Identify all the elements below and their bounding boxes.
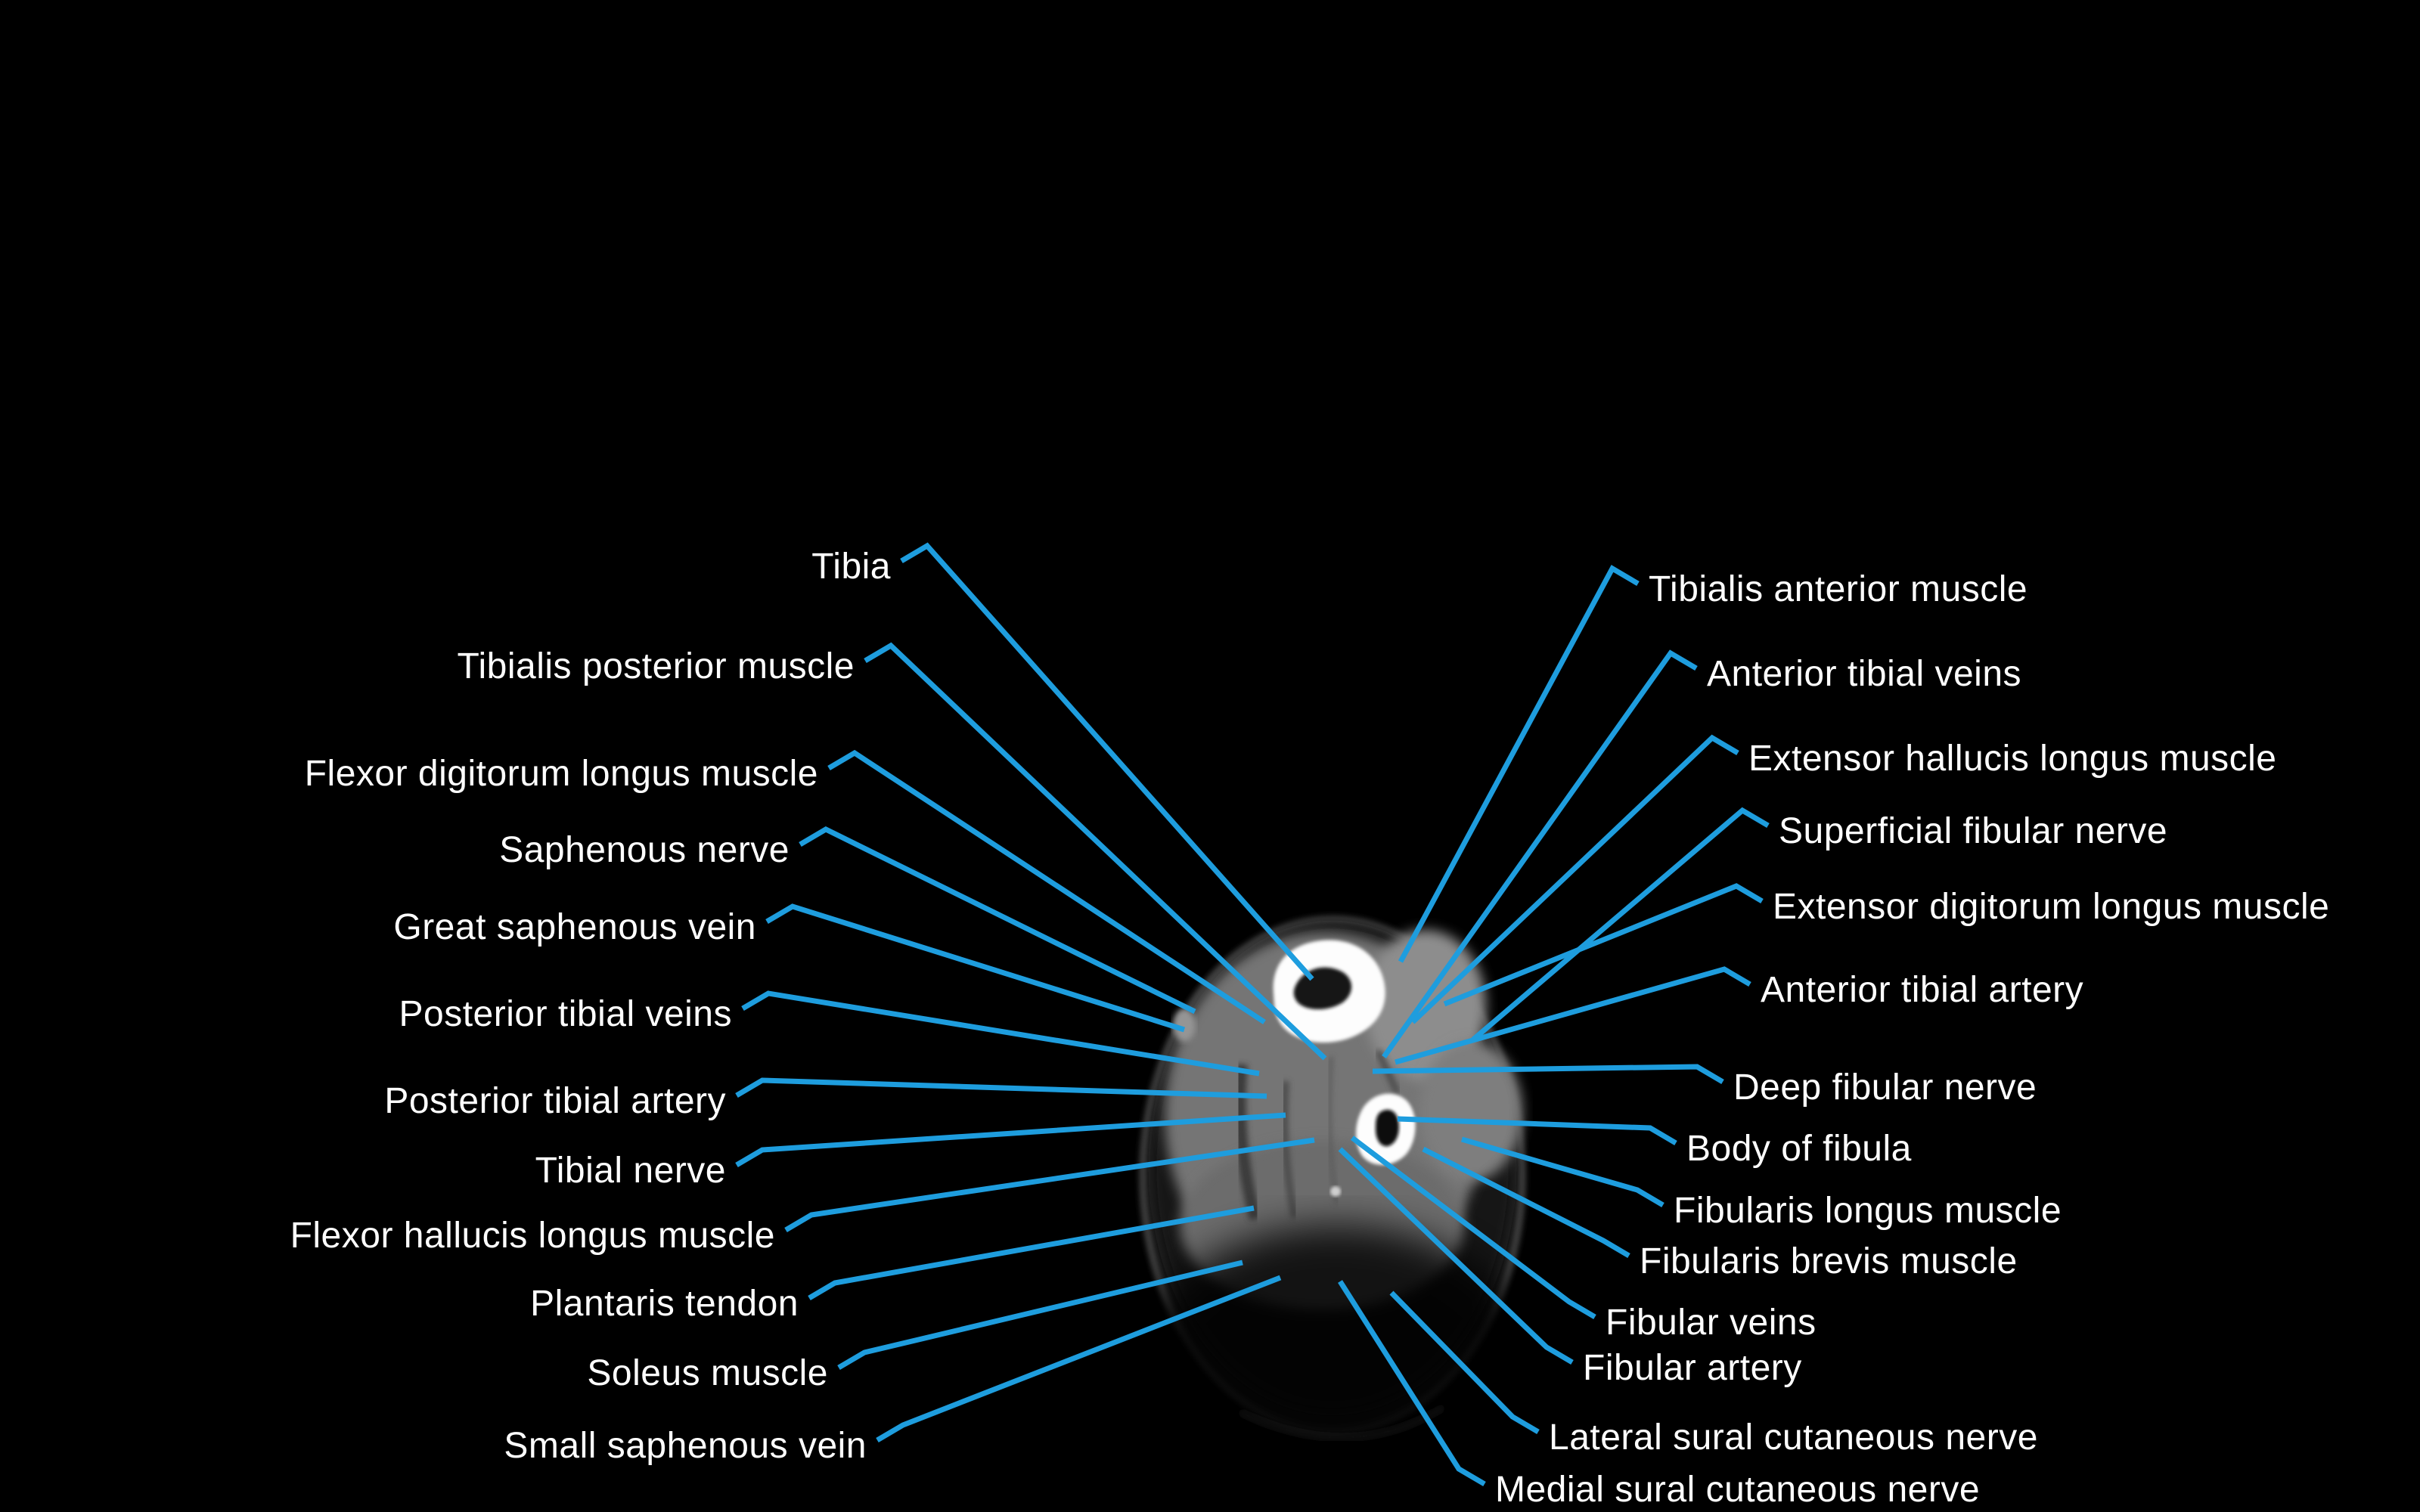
posterior-fade <box>1137 1225 1537 1512</box>
label-soleus-muscle: Soleus muscle <box>587 1353 828 1393</box>
label-small-saphenous-vein: Small saphenous vein <box>504 1426 867 1466</box>
leader-flexor-hallucis-longus-muscle <box>784 1137 1315 1233</box>
label-extensor-digitorum-longus-muscle: Extensor digitorum longus muscle <box>1773 887 2329 927</box>
label-flexor-digitorum-longus-muscle: Flexor digitorum longus muscle <box>305 754 818 794</box>
vessel-dot <box>1330 1186 1341 1197</box>
label-fibular-veins: Fibular veins <box>1606 1303 1817 1343</box>
leader-extensor-digitorum-longus-muscle <box>1443 883 1764 1007</box>
label-posterior-tibial-artery: Posterior tibial artery <box>384 1081 726 1121</box>
label-tibialis-anterior-muscle: Tibialis anterior muscle <box>1649 569 2028 609</box>
posterior-skin-arc <box>1239 1405 1444 1439</box>
leader-lateral-sural-cutaneous-nerve <box>1389 1290 1540 1435</box>
leader-tibialis-anterior-muscle <box>1398 565 1640 963</box>
leader-lines <box>735 542 1770 1487</box>
leader-medial-sural-cutaneous-nerve <box>1338 1280 1486 1487</box>
label-anterior-tibial-artery: Anterior tibial artery <box>1761 970 2083 1010</box>
label-anterior-tibial-veins: Anterior tibial veins <box>1707 654 2021 694</box>
label-tibia: Tibia <box>811 547 891 587</box>
leader-tibial-nerve <box>735 1112 1286 1168</box>
leader-fibularis-brevis-muscle <box>1422 1146 1630 1259</box>
ct-cross-section <box>1137 916 1537 1512</box>
label-superficial-fibular-nerve: Superficial fibular nerve <box>1779 811 2167 851</box>
leader-plantaris-tendon <box>808 1205 1255 1301</box>
leader-body-of-fibula <box>1397 1116 1677 1146</box>
fibula-marrow <box>1376 1109 1399 1147</box>
leader-great-saphenous-vein <box>765 903 1186 1033</box>
leader-superficial-fibular-nerve <box>1471 807 1770 1042</box>
leader-extensor-hallucis-longus-muscle <box>1410 734 1739 1024</box>
leader-deep-fibular-nerve <box>1372 1064 1724 1085</box>
leader-anterior-tibial-veins <box>1382 649 1698 1059</box>
label-medial-sural-cutaneous-nerve: Medial sural cutaneous nerve <box>1495 1470 1980 1510</box>
label-tibialis-posterior-muscle: Tibialis posterior muscle <box>457 646 855 686</box>
leader-fibular-veins <box>1350 1136 1596 1320</box>
leader-posterior-tibial-artery <box>735 1077 1267 1099</box>
label-flexor-hallucis-longus-muscle: Flexor hallucis longus muscle <box>290 1216 775 1256</box>
great-saphenous-vein-bump <box>1173 1009 1196 1042</box>
leader-posterior-tibial-veins <box>741 990 1260 1077</box>
label-fibularis-brevis-muscle: Fibularis brevis muscle <box>1640 1241 2018 1281</box>
label-tibial-nerve: Tibial nerve <box>535 1151 726 1191</box>
leader-small-saphenous-vein <box>876 1275 1282 1443</box>
label-posterior-tibial-veins: Posterior tibial veins <box>399 994 732 1034</box>
leader-anterior-tibial-artery <box>1395 966 1751 1065</box>
leader-fibularis-longus-muscle <box>1461 1136 1665 1208</box>
leader-soleus-muscle <box>837 1259 1243 1371</box>
leader-tibialis-posterior-muscle <box>864 642 1327 1061</box>
label-body-of-fibula: Body of fibula <box>1686 1129 1912 1169</box>
leader-saphenous-nerve <box>799 826 1196 1015</box>
label-deep-fibular-nerve: Deep fibular nerve <box>1733 1067 2037 1108</box>
leader-fibular-artery <box>1338 1147 1574 1365</box>
label-great-saphenous-vein: Great saphenous vein <box>393 907 756 947</box>
intermuscular-septum <box>1233 1064 1261 1221</box>
lateral-compartment <box>1419 1042 1522 1181</box>
deep-vessel-streak <box>1281 1080 1298 1218</box>
label-fibular-artery: Fibular artery <box>1583 1348 1802 1388</box>
leader-tibia <box>900 542 1314 981</box>
label-plantaris-tendon: Plantaris tendon <box>530 1284 799 1324</box>
label-lateral-sural-cutaneous-nerve: Lateral sural cutaneous nerve <box>1549 1418 2038 1458</box>
label-fibularis-longus-muscle: Fibularis longus muscle <box>1674 1191 2062 1231</box>
label-extensor-hallucis-longus-muscle: Extensor hallucis longus muscle <box>1748 739 2277 779</box>
leader-flexor-digitorum-longus-muscle <box>827 749 1266 1024</box>
label-saphenous-nerve: Saphenous nerve <box>499 830 790 870</box>
